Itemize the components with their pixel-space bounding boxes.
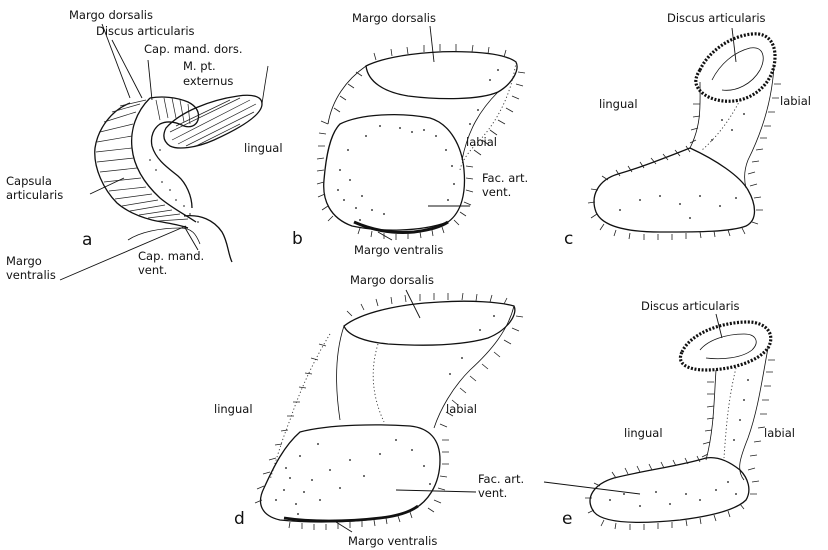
panel-d-leader-fac-art [396, 490, 476, 492]
panel-a-leader-cap-dors [148, 60, 152, 100]
panel-c-stipple [619, 113, 745, 219]
panel-e-facet-outline [590, 458, 749, 523]
panel-d-label-lingual: lingual [214, 402, 253, 416]
panel-e-disc-ring [680, 322, 770, 370]
panel-b-label-margo-dorsalis: Margo dorsalis [352, 11, 436, 25]
panel-a-leader-cap-vent [184, 226, 198, 250]
panel-d-label-margo-dorsalis: Margo dorsalis [350, 273, 434, 287]
panel-e: Discus articularis lingual labial e [544, 299, 795, 530]
panel-b-letter: b [292, 229, 303, 249]
panel-a-muscle-tendon [262, 66, 268, 104]
panel-b-label-labial: labial [466, 135, 497, 149]
panel-a-label-margo-dorsalis: Margo dorsalis [69, 8, 153, 22]
panel-a-capsule-inner [132, 98, 196, 222]
panel-d-dorsal-outline [344, 301, 515, 345]
panel-d-label-margo-ventralis: Margo ventralis [348, 534, 437, 548]
panel-b-ventral-lip [354, 222, 448, 233]
panel-a-disc-outline [150, 97, 199, 208]
panel-c: Discus articularis lingual labial c [564, 11, 811, 249]
panel-a-capsule-hatching [96, 100, 188, 221]
panel-d-ventral-lip [284, 506, 418, 521]
panel-a-label-capsula-1: Capsula [6, 174, 52, 188]
panel-c-label-lingual: lingual [599, 97, 638, 111]
panel-e-column-left [706, 370, 716, 460]
panel-b-facet-outline [324, 115, 465, 230]
panel-a-label-discus-articularis: Discus articularis [96, 24, 195, 38]
panel-c-letter: c [564, 229, 573, 249]
panel-b-dorsal-outline [366, 52, 517, 99]
panel-c-facet-outline [594, 148, 754, 232]
panel-a-label-cap-mand-vent-2: vent. [138, 263, 167, 277]
panel-a-label-cap-mand-dors: Cap. mand. dors. [144, 42, 243, 56]
panel-a-stipple [149, 149, 199, 223]
panel-d-label-fac-art-2: vent. [478, 486, 507, 500]
panel-b-body-labial [460, 62, 516, 170]
panel-c-column-left [690, 82, 700, 148]
panel-a-label-m-pt-externus-2: externus [183, 74, 233, 88]
panel-c-column-mid [702, 100, 740, 150]
panel-e-label-lingual: lingual [624, 426, 663, 440]
panel-d: Margo dorsalis lingual labial Fac. art. … [214, 273, 524, 548]
panel-d-facet-outline [261, 425, 440, 522]
panel-e-hairs [585, 360, 775, 530]
panel-a-muscle-fibres [170, 98, 256, 146]
panel-a-label-lingual: lingual [244, 141, 283, 155]
panel-a-label-margo-ventralis-2: ventralis [6, 268, 56, 282]
panel-c-disc-ring [696, 34, 775, 101]
panel-e-column-mid [724, 368, 736, 458]
panel-a-letter: a [82, 230, 92, 250]
panel-d-letter: d [234, 509, 245, 529]
panel-d-label-fac-art-1: Fac. art. [478, 472, 524, 486]
panel-e-label-labial: labial [764, 426, 795, 440]
panel-e-label-discus-articularis: Discus articularis [641, 299, 740, 313]
panel-d-label-labial: labial [446, 402, 477, 416]
panel-e-stipple [609, 379, 749, 507]
panel-c-label-discus-articularis: Discus articularis [667, 11, 766, 25]
panel-b-leader-margo-dorsalis [430, 26, 434, 62]
panel-a-label-capsula-2: articularis [6, 188, 63, 202]
panel-a-disc-hatching [156, 98, 190, 124]
panel-a-label-m-pt-externus-1: M. pt. [183, 59, 216, 73]
panel-a: Margo dorsalis Discus articularis Cap. m… [6, 8, 283, 282]
panel-a-label-cap-mand-vent-1: Cap. mand. [138, 249, 204, 263]
panel-a-label-margo-ventralis-1: Margo [6, 254, 42, 268]
panel-b-label-margo-ventralis: Margo ventralis [354, 243, 443, 257]
panel-d-column-mid [373, 344, 384, 422]
panel-b-label-fac-art-2: vent. [482, 185, 511, 199]
panel-c-label-labial: labial [780, 94, 811, 108]
panel-a-mandible-inner [128, 228, 200, 244]
panel-b-label-fac-art-1: Fac. art. [482, 171, 528, 185]
panel-e-letter: e [562, 509, 572, 529]
panel-b: Margo dorsalis labial Fac. art. vent. b … [292, 11, 528, 257]
panel-d-column-left [337, 326, 344, 420]
